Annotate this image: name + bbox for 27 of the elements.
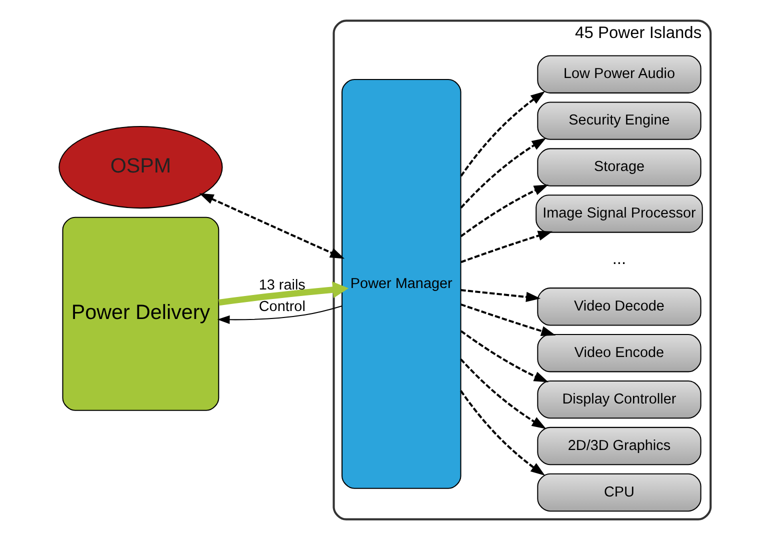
arrow	[460, 138, 546, 208]
node-box: Power Manager	[342, 79, 462, 489]
node-box: Video Decode	[537, 288, 702, 326]
node-box: Security Engine	[537, 102, 702, 140]
label: ...	[612, 250, 626, 268]
node-box: Low Power Audio	[537, 55, 702, 94]
node-box: Display Controller	[537, 380, 702, 419]
arrow	[460, 330, 549, 382]
arrow	[199, 193, 345, 259]
node-box: 2D/3D Graphics	[537, 426, 702, 466]
arrow	[460, 289, 541, 302]
arrow	[460, 91, 546, 177]
node-box: Image Signal Processor	[536, 194, 703, 233]
node-box: Storage	[537, 148, 702, 186]
node-box: CPU	[537, 473, 702, 512]
arrow	[217, 306, 342, 324]
arrow	[460, 358, 546, 429]
arrow	[460, 184, 548, 238]
edge-label: 13 rails	[258, 277, 306, 294]
node-box: Video Encode	[537, 334, 702, 372]
arrow	[218, 281, 349, 306]
arrow	[460, 230, 553, 264]
node-ellipse: OSPM	[58, 126, 223, 209]
node-box: Power Delivery	[62, 216, 220, 411]
arrow	[460, 390, 546, 476]
edge-label: Control	[258, 298, 306, 315]
arrow	[460, 303, 556, 336]
